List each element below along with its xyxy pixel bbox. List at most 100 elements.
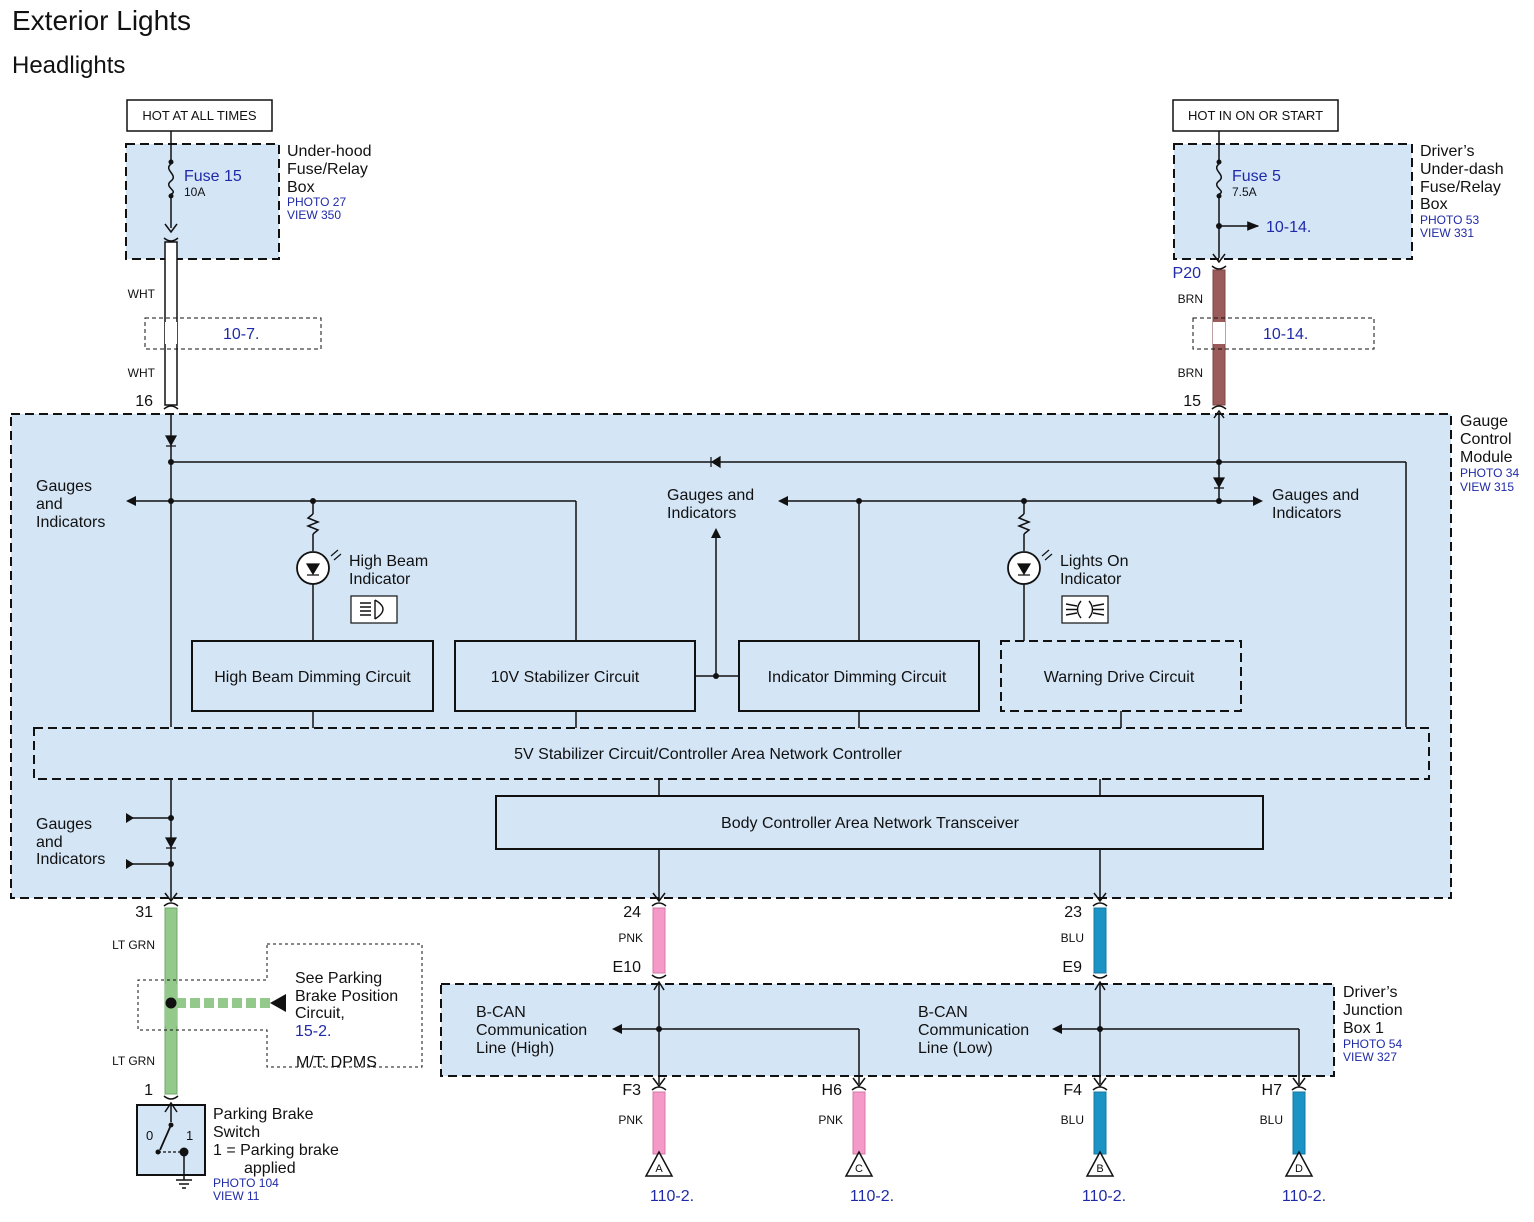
stabilizer-10v-circuit — [454, 640, 696, 712]
ref-10-14-branch[interactable]: 10-14. — [1266, 219, 1311, 236]
pin-h6: H6 — [822, 1082, 843, 1099]
fuse-15-icon — [168, 163, 174, 195]
connector-letter-b: B — [1096, 1163, 1103, 1175]
ref-110-2-c[interactable]: 110-2. — [850, 1188, 894, 1205]
ref-10-14[interactable]: 10-14. — [1263, 326, 1308, 343]
ground-icon — [176, 1179, 192, 1189]
pnk-wire-h6 — [852, 1091, 866, 1155]
gcm-photo-ref: PHOTO 34 — [1460, 466, 1519, 480]
underdash-box-name-1: Driver’s — [1420, 143, 1475, 160]
underdash-fuse-box — [1173, 143, 1413, 260]
switch-pos-1: 1 — [186, 1128, 193, 1143]
switch-desc-2: applied — [244, 1160, 296, 1177]
gauges-label-left-1: Gauges — [36, 478, 92, 495]
warning-drive-circuit — [1000, 640, 1242, 712]
connector-p20: P20 — [1173, 265, 1202, 282]
gauges-label-bottom-2: and — [36, 834, 63, 851]
warning-drive-label: Warning Drive Circuit — [1044, 669, 1195, 686]
diode-top-icon — [710, 455, 721, 469]
pnk-wire-f3 — [652, 1091, 666, 1155]
page-subtitle: Headlights — [12, 52, 125, 79]
underdash-box-name-3: Fuse/Relay — [1420, 179, 1501, 196]
off-page-connector-c[interactable] — [844, 1150, 874, 1177]
stabilizer-5v-can-controller — [33, 727, 1430, 780]
stabilizer-10v-label: 10V Stabilizer Circuit — [491, 669, 640, 686]
junction-photo-ref: PHOTO 54 — [1343, 1037, 1402, 1051]
diode-left-icon — [164, 435, 178, 447]
pin-31: 31 — [135, 904, 153, 921]
body-can-transceiver — [495, 795, 1264, 850]
underhood-fuse-box — [125, 143, 280, 260]
pin-f4: F4 — [1063, 1082, 1082, 1099]
pnk-wire-24 — [652, 907, 666, 974]
off-page-connector-d[interactable] — [1284, 1150, 1314, 1177]
gauges-label-left-2: and — [36, 496, 63, 513]
gauges-label-mid-2: Indicators — [667, 505, 736, 522]
fuse-15-name: Fuse 15 — [184, 168, 242, 185]
switch-lever-icon — [159, 1124, 172, 1151]
connector-letter-d: D — [1295, 1163, 1303, 1175]
connector-letter-c: C — [855, 1163, 863, 1175]
pin-16: 16 — [135, 393, 153, 410]
indicator-dimming-label: Indicator Dimming Circuit — [768, 669, 947, 686]
see-parking-label-1: See Parking — [295, 970, 382, 987]
diode-bottom-icon — [164, 837, 178, 849]
underhood-box-name-1: Under-hood — [287, 143, 372, 160]
hot-in-on-or-start-label: HOT IN ON OR START — [1188, 108, 1323, 123]
blu-label-f4: BLU — [1061, 1113, 1084, 1127]
hot-at-all-times-box — [126, 99, 273, 132]
ref-10-14-box — [1192, 317, 1375, 350]
stabilizer-5v-label: 5V Stabilizer Circuit/Controller Area Ne… — [514, 746, 902, 763]
lt-grn-label-top: LT GRN — [112, 938, 155, 952]
can-high-label-3: Line (High) — [476, 1040, 554, 1057]
see-parking-label-2: Brake Position — [295, 988, 398, 1005]
ref-15-2[interactable]: 15-2. — [295, 1023, 331, 1040]
blu-wire-23 — [1093, 907, 1107, 974]
fuse-5-name: Fuse 5 — [1232, 168, 1281, 185]
switch-name-2: Switch — [213, 1124, 260, 1141]
high-beam-dimming-circuit — [191, 640, 434, 712]
gauges-label-right-1: Gauges and — [1272, 487, 1359, 504]
pin-f3: F3 — [622, 1082, 641, 1099]
underdash-box-name-4: Box — [1420, 196, 1448, 213]
connector-letter-a: A — [655, 1163, 663, 1175]
gauges-label-left-3: Indicators — [36, 514, 105, 531]
gcm-name-3: Module — [1460, 449, 1513, 466]
blu-wire-f4 — [1093, 1091, 1107, 1155]
ref-110-2-a[interactable]: 110-2. — [650, 1188, 694, 1205]
indicator-dimming-circuit — [738, 640, 980, 712]
wht-label-top: WHT — [128, 287, 156, 301]
hot-at-all-times-label: HOT AT ALL TIMES — [142, 108, 256, 123]
high-beam-indicator-label-1: High Beam — [349, 553, 428, 570]
page-title: Exterior Lights — [12, 5, 191, 36]
gcm-view-ref: VIEW 315 — [1460, 480, 1514, 494]
junction-name-3: Box 1 — [1343, 1020, 1384, 1037]
ref-110-2-d[interactable]: 110-2. — [1282, 1188, 1326, 1205]
ref-10-7[interactable]: 10-7. — [223, 326, 259, 343]
fuse-5-rating: 7.5A — [1232, 185, 1257, 199]
fuse-5-icon — [1216, 163, 1222, 195]
switch-photo-ref: PHOTO 104 — [213, 1176, 279, 1190]
wht-label-bottom: WHT — [128, 366, 156, 380]
off-page-connector-a[interactable] — [644, 1150, 674, 1177]
switch-pin-1: 1 — [144, 1082, 153, 1099]
brn-label-top: BRN — [1178, 292, 1203, 306]
junction-name-1: Driver’s — [1343, 984, 1398, 1001]
pin-24: 24 — [623, 904, 641, 921]
junction-name-2: Junction — [1343, 1002, 1403, 1019]
gcm-name-2: Control — [1460, 431, 1512, 448]
blu-label-23: BLU — [1061, 931, 1084, 945]
ref-110-2-b[interactable]: 110-2. — [1082, 1188, 1126, 1205]
connector-e9: E9 — [1062, 959, 1082, 976]
underhood-box-name-2: Fuse/Relay — [287, 161, 368, 178]
resistor-lights-on-icon — [1016, 513, 1032, 535]
switch-pos-0: 0 — [146, 1128, 153, 1143]
off-page-connector-b[interactable] — [1085, 1150, 1115, 1177]
underdash-view-ref: VIEW 331 — [1420, 226, 1474, 240]
pin-23: 23 — [1064, 904, 1082, 921]
lights-on-indicator-label-1: Lights On — [1060, 553, 1128, 570]
gauges-label-right-2: Indicators — [1272, 505, 1341, 522]
pnk-label-24: PNK — [618, 931, 643, 945]
connector-e10: E10 — [613, 959, 642, 976]
pnk-label-h6: PNK — [818, 1113, 843, 1127]
